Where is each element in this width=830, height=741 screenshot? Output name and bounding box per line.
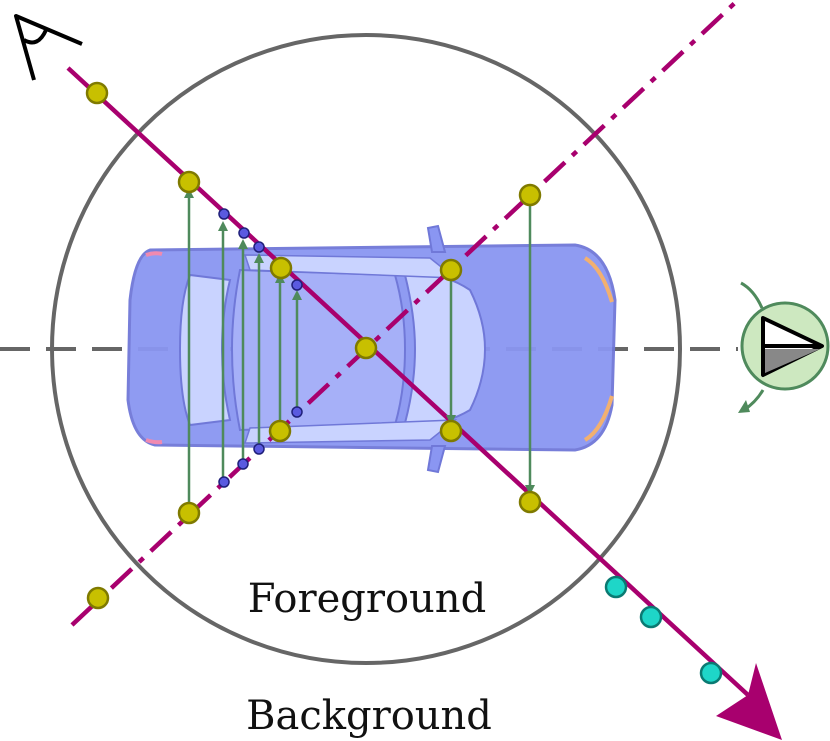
intermediate-points	[218, 208, 303, 488]
car-windshield	[403, 273, 487, 426]
eye-viewer-icon	[14, 14, 83, 81]
intermediate-point	[218, 476, 230, 488]
sample-point	[85, 81, 109, 105]
background-point	[604, 575, 628, 599]
sample-point	[269, 256, 293, 280]
foreground-circle	[50, 33, 682, 665]
camera-rotation-icon	[738, 281, 830, 413]
sample-point	[439, 419, 463, 443]
background-point	[639, 605, 663, 629]
sample-point	[518, 183, 542, 207]
sample-points	[85, 81, 542, 610]
car-headlight-bottom	[583, 395, 614, 442]
sample-point	[518, 490, 542, 514]
car-headlight-top	[583, 256, 614, 303]
sample-point	[354, 336, 378, 360]
intermediate-point	[253, 443, 265, 455]
foreground-label: Foreground	[248, 576, 486, 622]
background-points	[604, 575, 723, 685]
sample-point	[86, 586, 110, 610]
car-mirror-bottom	[426, 445, 447, 474]
car-taillight-top	[145, 251, 163, 257]
car-mirror-top	[426, 224, 447, 253]
intermediate-point	[218, 208, 230, 220]
viewing-ray	[66, 66, 750, 697]
background-label: Background	[246, 693, 492, 739]
background-point	[699, 661, 723, 685]
intermediate-point	[237, 458, 249, 470]
projection-arrows	[184, 188, 535, 512]
intermediate-point	[291, 279, 303, 291]
intermediate-point	[253, 241, 265, 253]
intermediate-point	[238, 227, 250, 239]
sample-point	[177, 501, 201, 525]
sample-point	[439, 258, 463, 282]
sample-point	[268, 419, 292, 443]
intermediate-point	[291, 406, 303, 418]
viewing-ray-arrowhead	[716, 663, 782, 740]
dashed-projection-ray	[70, 0, 740, 627]
sample-point	[177, 170, 201, 194]
car-taillight-bottom	[145, 438, 163, 445]
